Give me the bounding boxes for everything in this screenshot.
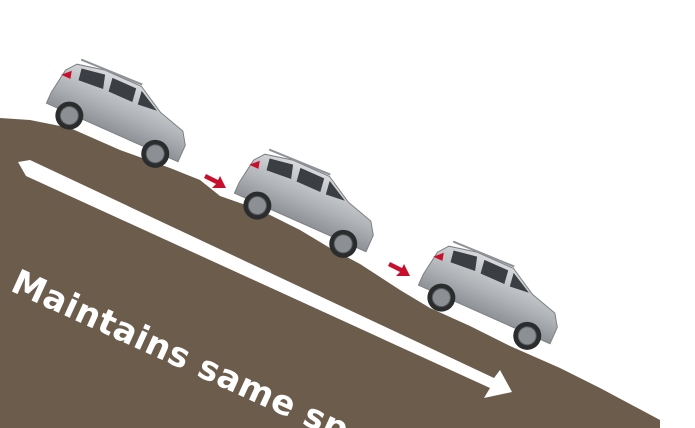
step-arrow-icon xyxy=(388,262,410,276)
step-arrow-icon xyxy=(204,174,226,188)
direction-arrow xyxy=(18,160,512,398)
ground-slope xyxy=(0,118,660,428)
